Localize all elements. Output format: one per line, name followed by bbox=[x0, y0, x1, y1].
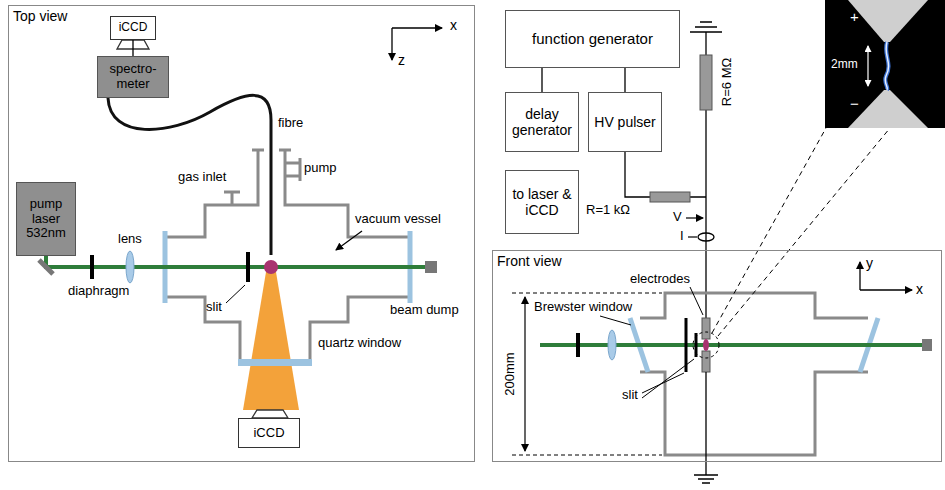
axis-label: x bbox=[450, 17, 457, 33]
plasma bbox=[703, 339, 709, 351]
laser-box: pump laser 532nm bbox=[16, 182, 76, 256]
camera-lens bbox=[252, 410, 288, 418]
dimension-label: 200mm bbox=[503, 352, 518, 395]
polarity-sign: − bbox=[850, 95, 859, 112]
electrode-tip bbox=[848, 0, 928, 42]
panel-title: Top view bbox=[13, 8, 67, 24]
camera-box: iCCD bbox=[110, 16, 156, 40]
connector-line bbox=[541, 68, 542, 92]
part-label: Brewster window bbox=[534, 300, 632, 315]
dimension-label: 2mm bbox=[831, 58, 858, 72]
electrode-symbol bbox=[702, 318, 710, 339]
part-label: lens bbox=[118, 232, 142, 247]
signal-name: V bbox=[673, 210, 682, 225]
beam-dump-symbol bbox=[425, 261, 437, 273]
view-panel: Front view bbox=[492, 250, 942, 462]
ground-symbol bbox=[690, 22, 722, 32]
panel-title: Front view bbox=[497, 253, 562, 269]
part-label: quartz window bbox=[318, 336, 401, 351]
lens-symbol bbox=[608, 330, 616, 360]
component-value: R=6 MΩ bbox=[720, 58, 735, 106]
electrode-symbol bbox=[702, 351, 710, 372]
discharge bbox=[885, 42, 888, 90]
instrument-box: delay generator bbox=[505, 92, 579, 152]
part-label: fibre bbox=[278, 116, 303, 131]
axis-label: y bbox=[866, 255, 873, 271]
plasma bbox=[264, 260, 278, 274]
laser-beam bbox=[46, 256, 425, 267]
axis-arrow bbox=[391, 28, 392, 60]
wire bbox=[625, 152, 706, 197]
part-label: diaphragm bbox=[68, 284, 129, 299]
dimension-line bbox=[512, 293, 662, 455]
axis-arrow bbox=[860, 289, 912, 290]
current-probe-lead bbox=[688, 236, 697, 237]
resistor-symbol bbox=[700, 55, 712, 110]
axis-label: x bbox=[916, 281, 923, 297]
leader-line bbox=[690, 287, 703, 315]
view-panel: Top view iCCD spectro-meter pump laser 532n… bbox=[8, 5, 475, 462]
resistor-symbol bbox=[650, 192, 690, 202]
voltage-probe bbox=[686, 217, 703, 218]
part-label: slit bbox=[206, 300, 222, 315]
discharge-glow bbox=[885, 42, 888, 90]
laser-beam bbox=[540, 343, 922, 347]
camera-box: iCCD bbox=[238, 418, 300, 448]
part-label: electrodes bbox=[630, 272, 690, 287]
node-text: pump laser 532nm bbox=[20, 197, 72, 242]
spectrometer-box: spectro-meter bbox=[97, 56, 169, 98]
wire bbox=[705, 372, 706, 475]
ground-symbol bbox=[694, 475, 718, 483]
vacuum-vessel bbox=[165, 150, 410, 362]
zoom-circle bbox=[693, 332, 719, 358]
lens-symbol bbox=[126, 251, 134, 283]
fibre-cable bbox=[108, 95, 271, 255]
part-label: slit bbox=[622, 388, 638, 403]
signal-name: I bbox=[680, 229, 684, 244]
current-probe bbox=[698, 233, 714, 241]
node-text: HV pulser bbox=[594, 114, 655, 130]
inset-photo bbox=[825, 0, 945, 128]
slit-symbol bbox=[246, 252, 250, 282]
part-label: beam dump bbox=[390, 303, 459, 318]
zoom-line bbox=[712, 128, 890, 336]
instrument-box: HV pulser bbox=[588, 92, 662, 152]
node-text: spectro-meter bbox=[101, 62, 165, 92]
connector-line bbox=[132, 40, 133, 56]
diaphragm-symbol bbox=[576, 333, 580, 357]
node-text: iCCD bbox=[119, 21, 148, 35]
vessel-ports bbox=[224, 150, 300, 205]
leader-line bbox=[600, 316, 631, 325]
axis-arrow bbox=[392, 27, 442, 28]
node-text: to laser & iCCD bbox=[509, 186, 575, 218]
dimension-arrow bbox=[524, 297, 525, 451]
leader-arrow bbox=[336, 231, 362, 250]
axis-arrow bbox=[859, 262, 860, 290]
instrument-box: to laser & iCCD bbox=[505, 170, 579, 234]
node-text: iCCD bbox=[253, 426, 284, 441]
vacuum-vessel bbox=[640, 293, 868, 455]
part-label: pump bbox=[304, 161, 337, 176]
beam-dump-symbol bbox=[922, 339, 932, 351]
electrode-tip bbox=[848, 90, 928, 128]
leader-line bbox=[642, 359, 694, 398]
gap-arrow bbox=[867, 46, 868, 86]
quartz-window bbox=[238, 359, 312, 366]
polarity-sign: + bbox=[850, 8, 859, 25]
node-text: delay generator bbox=[509, 106, 575, 138]
component-value: R=1 kΩ bbox=[586, 203, 630, 218]
diaphragm-symbol bbox=[90, 255, 94, 279]
light-cone bbox=[243, 272, 299, 410]
mirror bbox=[39, 260, 53, 274]
part-label: vacuum vessel bbox=[355, 212, 441, 227]
instrument-box: function generator bbox=[505, 10, 680, 68]
leader-line bbox=[226, 285, 245, 303]
connector-line bbox=[624, 68, 625, 92]
part-label: gas inlet bbox=[178, 170, 226, 185]
node-text: function generator bbox=[532, 30, 653, 47]
axis-label: z bbox=[398, 52, 405, 68]
